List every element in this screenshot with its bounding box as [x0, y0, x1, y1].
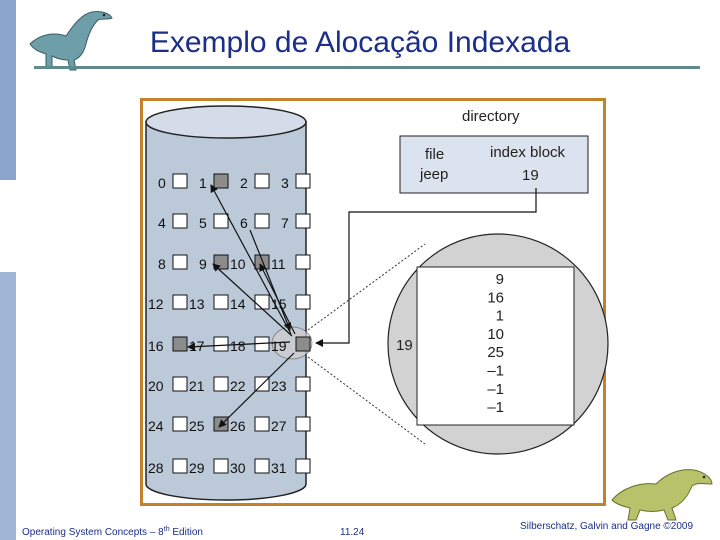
block-number: 14 — [230, 296, 246, 312]
disk-block — [172, 376, 188, 392]
magnifier-guide-bottom — [307, 356, 426, 445]
block-number: 26 — [230, 418, 246, 434]
block-number: 19 — [271, 338, 287, 354]
footer-page-number: 11.24 — [340, 527, 365, 538]
title-divider — [34, 66, 700, 69]
block-number: 21 — [189, 378, 205, 394]
directory-table — [399, 135, 589, 194]
block-number: 3 — [281, 175, 289, 191]
disk-block — [213, 336, 229, 352]
index-block-panel — [416, 266, 575, 426]
directory-entry-index-block: 19 — [522, 167, 539, 184]
disk-block — [254, 173, 270, 189]
block-number: 6 — [240, 215, 248, 231]
directory-label: directory — [462, 108, 520, 125]
index-block-entry: 10 — [487, 326, 504, 343]
disk-block — [213, 294, 229, 310]
disk-block — [295, 458, 311, 474]
sidebar-strip-bottom — [0, 272, 16, 540]
block-number: 18 — [230, 338, 246, 354]
directory-header-file: file — [425, 146, 444, 163]
block-number: 5 — [199, 215, 207, 231]
disk-block — [254, 416, 270, 432]
disk-block — [295, 416, 311, 432]
index-block-entry: –1 — [487, 363, 504, 380]
disk-block — [172, 458, 188, 474]
sidebar-strip-top — [0, 0, 16, 180]
index-block-entry: –1 — [487, 381, 504, 398]
block-number: 29 — [189, 460, 205, 476]
block-number: 2 — [240, 175, 248, 191]
footer-book-title: Operating System Concepts – 8th Edition — [22, 526, 203, 538]
arrow-to-block-16 — [187, 341, 291, 351]
dinosaur-icon — [611, 469, 713, 521]
index-block-entry: 16 — [487, 289, 504, 306]
block-number: 7 — [281, 215, 289, 231]
disk-block — [295, 294, 311, 310]
disk-block — [295, 254, 311, 270]
index-block-entry: 9 — [496, 271, 504, 288]
arrow-to-block-9 — [212, 263, 293, 337]
disk-block — [295, 213, 311, 229]
disk-block — [213, 376, 229, 392]
disk-block — [295, 376, 311, 392]
disk-block — [172, 213, 188, 229]
block-number: 16 — [148, 338, 164, 354]
arrow-to-block-25 — [218, 352, 295, 428]
index-block-label: 19 — [396, 337, 413, 354]
block-number: 27 — [271, 418, 287, 434]
block-number: 22 — [230, 378, 246, 394]
block-number: 0 — [158, 175, 166, 191]
disk-block — [254, 458, 270, 474]
disk-block — [213, 173, 229, 189]
disk-block — [254, 213, 270, 229]
directory-pointer-arrow — [315, 188, 537, 347]
index-block-entry: 1 — [496, 308, 504, 325]
disk-block — [213, 416, 229, 432]
block-number: 9 — [199, 256, 207, 272]
block-number: 10 — [230, 256, 246, 272]
block-number: 31 — [271, 460, 287, 476]
magnifier-guide-top — [307, 243, 426, 331]
block-number: 1 — [199, 175, 207, 191]
footer-authors: Silberschatz, Galvin and Gagne ©2009 — [520, 521, 693, 532]
disk-block — [295, 336, 311, 352]
disk-block — [172, 294, 188, 310]
directory-header-index-block: index block — [490, 144, 566, 161]
block-number: 12 — [148, 296, 164, 312]
block-number: 28 — [148, 460, 164, 476]
block-number: 15 — [271, 296, 287, 312]
disk-block — [295, 173, 311, 189]
disk-block — [172, 173, 188, 189]
disk-block — [172, 416, 188, 432]
block-number: 23 — [271, 378, 287, 394]
block-number: 30 — [230, 460, 246, 476]
disk-block — [172, 336, 188, 352]
index-block-entry: 25 — [487, 344, 504, 361]
slide-title: Exemplo de Alocação Indexada — [149, 26, 571, 59]
disk-block — [213, 458, 229, 474]
block-number: 25 — [189, 418, 205, 434]
dinosaur-icon — [29, 11, 113, 71]
disk-block — [254, 294, 270, 310]
disk-block — [172, 254, 188, 270]
block-number: 11 — [271, 256, 286, 272]
block-number: 4 — [158, 215, 166, 231]
directory-entry-file: jeep — [419, 166, 448, 183]
block-number: 8 — [158, 256, 166, 272]
arrow-from-block-1-chain — [249, 229, 292, 331]
arrow-to-block-1 — [210, 184, 292, 335]
block-number: 20 — [148, 378, 164, 394]
pointer-arrows — [187, 184, 296, 428]
disk-block — [213, 213, 229, 229]
block-number: 13 — [189, 296, 205, 312]
block-number: 24 — [148, 418, 164, 434]
index-block-entry: –1 — [487, 399, 504, 416]
